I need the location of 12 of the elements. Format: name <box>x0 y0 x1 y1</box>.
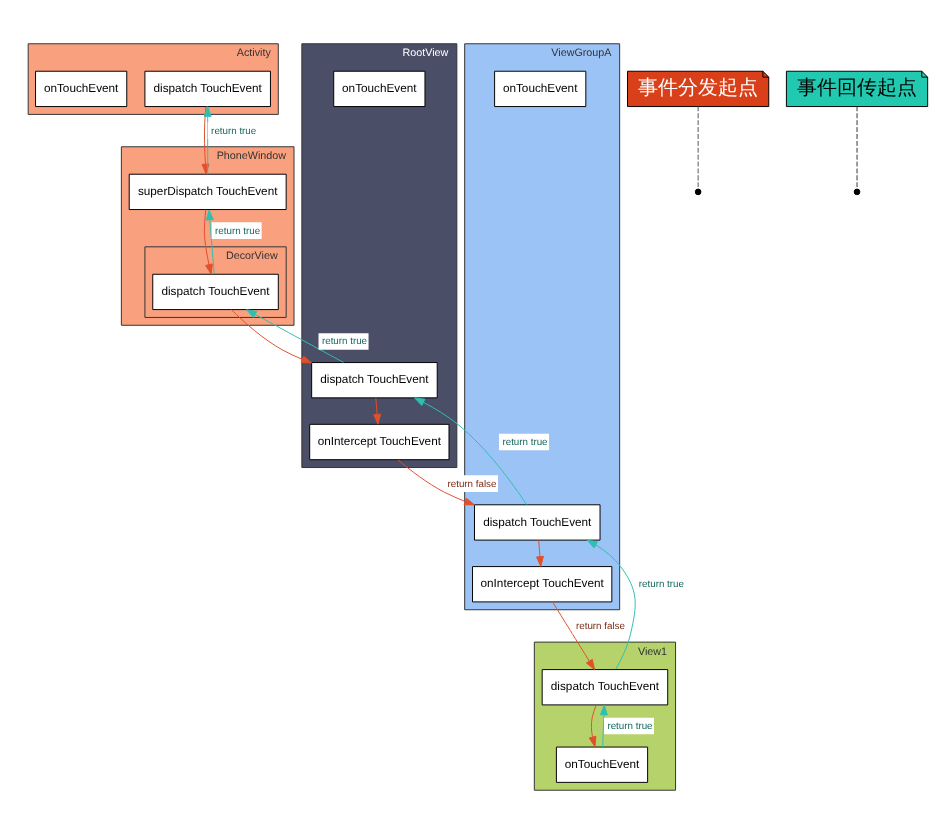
arrow <box>397 458 475 505</box>
arrow <box>373 396 382 424</box>
arrow <box>246 308 344 362</box>
arrow <box>586 538 636 669</box>
arrow <box>414 396 528 505</box>
connector <box>856 105 858 189</box>
connector <box>697 105 699 189</box>
arrow <box>600 703 608 747</box>
arrow <box>588 703 597 747</box>
arrow <box>552 600 596 670</box>
arrow <box>230 308 312 363</box>
arrow <box>536 538 544 566</box>
